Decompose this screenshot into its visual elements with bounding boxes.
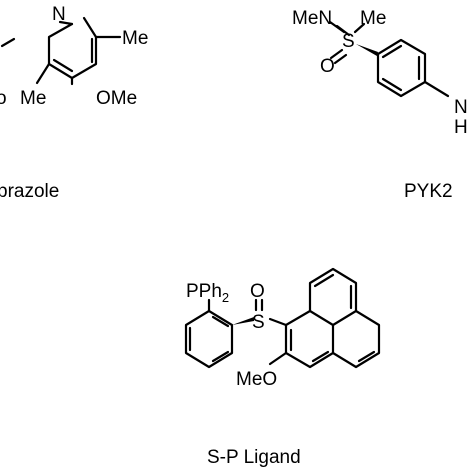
nitrogen-atom-label: N xyxy=(52,4,66,25)
oxygen-atom-label: O xyxy=(250,281,265,302)
amine-hydrogen-label: H xyxy=(454,117,468,138)
methyl-label-left: Me xyxy=(20,88,46,109)
benzene-ring-right xyxy=(376,38,427,98)
methoxy-label: MeO xyxy=(236,369,277,390)
molecule-caption-pyk2: PYK2 xyxy=(404,181,453,202)
aryl-n-bond xyxy=(423,80,450,98)
methyl-bond-left xyxy=(35,62,51,85)
s-me-bond xyxy=(353,22,366,34)
diphenylphosphino-label: PPh2 xyxy=(186,281,229,305)
molecule-sp-ligand: PPh2 S O MeO S-P Ligand xyxy=(184,267,381,468)
amine-nitrogen-label: N xyxy=(454,97,468,118)
molecule-prazole: N Me Me OMe o prazole xyxy=(0,4,148,202)
s-naphthyl-bond xyxy=(268,317,288,327)
pyridine-ring xyxy=(47,16,98,80)
sulfur-atom-label: S xyxy=(342,31,355,52)
naphthalene-ring xyxy=(284,267,381,369)
sulfur-atom-label: S xyxy=(252,312,265,333)
molecule-pyk2: MeN S Me O N H PYK2 xyxy=(292,8,468,202)
molecule-caption-sp-ligand: S-P Ligand xyxy=(207,447,301,468)
so-bond xyxy=(329,48,344,60)
pph-subscript: 2 xyxy=(222,290,229,305)
so-double-bond xyxy=(333,53,348,65)
methoxy-bond xyxy=(268,351,288,366)
methyl-label-right: Me xyxy=(122,28,148,49)
benzene-ring-left xyxy=(184,309,234,369)
cropped-atom-label: o xyxy=(0,88,7,109)
wedge-bond xyxy=(356,44,378,56)
wedge-bond-sp xyxy=(232,317,254,325)
methylamino-label: MeN xyxy=(292,8,332,29)
sn-double-bond xyxy=(335,24,351,37)
oxygen-atom-label: O xyxy=(320,56,335,77)
cropped-bond xyxy=(0,37,16,48)
methoxy-label: OMe xyxy=(96,88,137,109)
molecule-caption-prazole: prazole xyxy=(0,181,59,202)
methyl-label: Me xyxy=(360,8,386,29)
pph-text: PPh xyxy=(186,281,222,302)
